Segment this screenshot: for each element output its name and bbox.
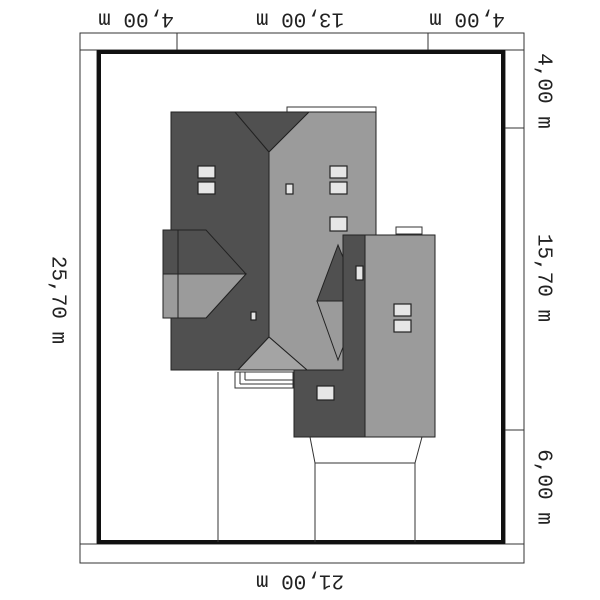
- plot-boundary: [97, 50, 505, 544]
- dim-bottom: 21,00 m: [256, 568, 344, 591]
- chimney-top-right: [395, 226, 423, 235]
- skylight-small: [285, 183, 294, 195]
- driveway-lines: [217, 372, 423, 542]
- dim-right-bottom: 6,00 m: [531, 449, 554, 525]
- porch-steps: [234, 371, 294, 389]
- skylight-center: [329, 165, 348, 195]
- dim-top-right: 4,00 m: [429, 6, 505, 29]
- skylight-dormer-side: [355, 265, 364, 281]
- skylights: [197, 165, 412, 401]
- skylight-square: [329, 216, 348, 232]
- garage-roof: [293, 234, 436, 438]
- dim-top-left: 4,00 m: [98, 6, 174, 29]
- dimension-labels: 4,00 m 13,00 m 4,00 m 21,00 m 25,70 m 4,…: [45, 6, 554, 591]
- skylight-tiny: [250, 311, 257, 321]
- skylight-garage: [393, 303, 412, 333]
- dim-top-middle: 13,00 m: [256, 6, 344, 29]
- dim-right-top: 4,00 m: [531, 53, 554, 129]
- main-roof: [162, 111, 377, 371]
- skylight-left: [197, 165, 216, 195]
- dim-left: 25,70 m: [45, 256, 68, 344]
- dim-right-middle: 15,70 m: [531, 234, 554, 322]
- skylight-lower: [316, 385, 335, 401]
